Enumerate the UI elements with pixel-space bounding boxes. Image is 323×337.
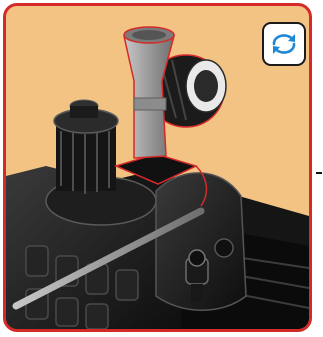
rotate-arrows-icon <box>269 29 299 59</box>
instruction-step-panel <box>3 3 312 332</box>
edge-marker <box>316 172 322 174</box>
highlighted-new-part <box>116 27 226 184</box>
rotate-view-button[interactable] <box>262 22 306 66</box>
